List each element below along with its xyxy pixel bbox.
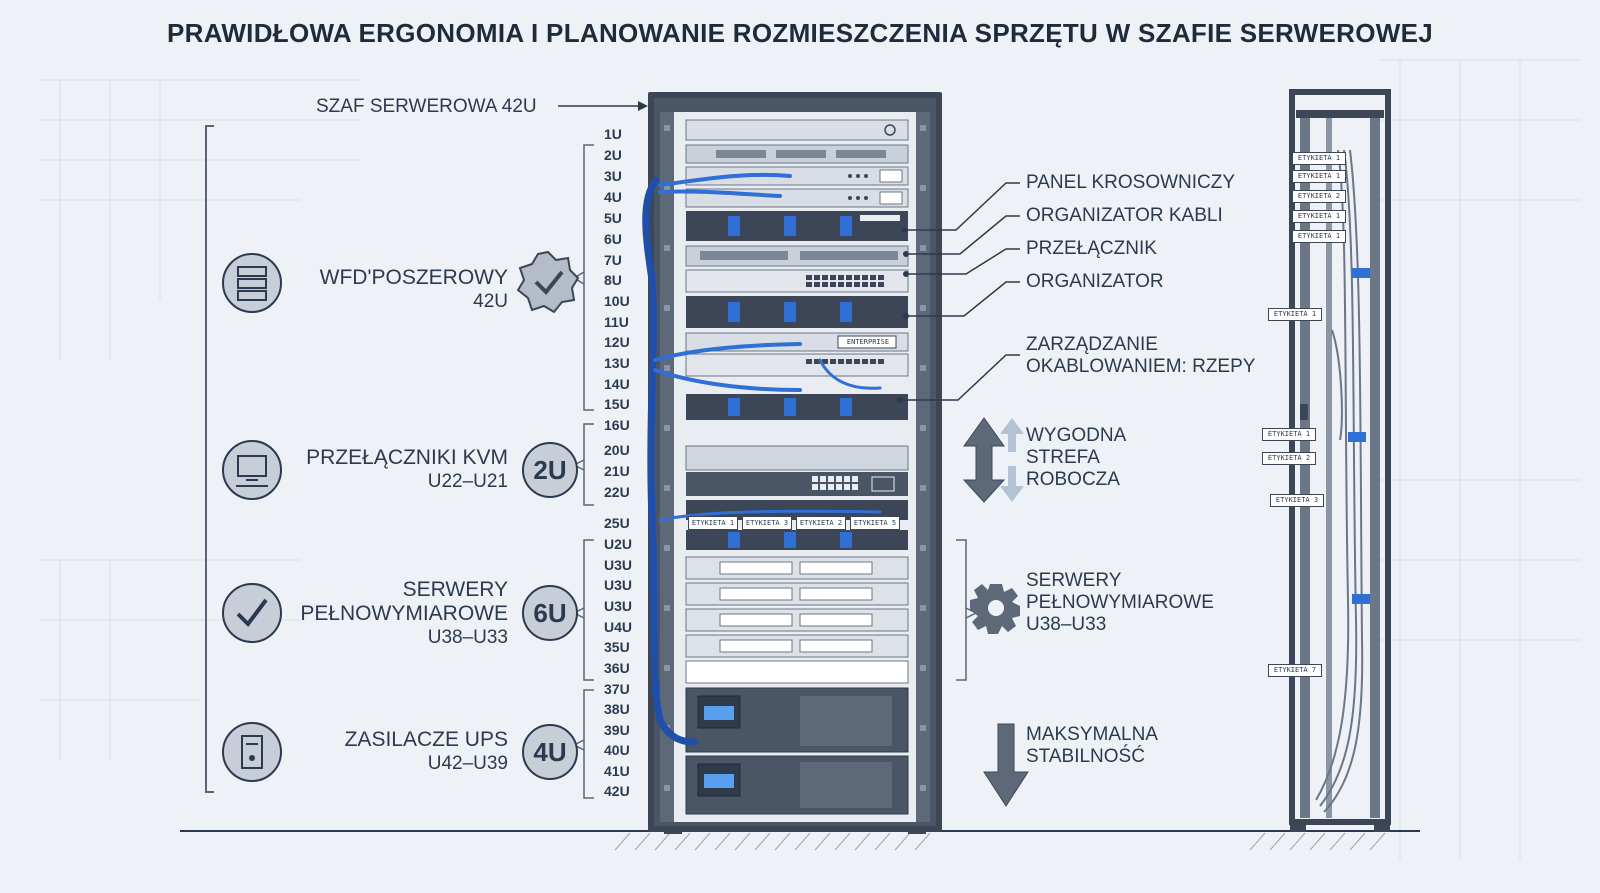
unit-label: 2U	[604, 147, 622, 163]
badge-kvm: 2U	[533, 455, 567, 485]
badge-ups: 4U	[533, 737, 567, 767]
unit-label: 11U	[604, 314, 629, 330]
unit-label: 22U	[604, 484, 630, 500]
badge-servers: 6U	[533, 598, 567, 628]
unit-label: 12U	[604, 334, 630, 350]
side-tag: ETYKIETA 3	[1270, 494, 1324, 507]
rack-devices	[685, 119, 909, 815]
unit-label: U3U	[604, 598, 633, 614]
category-title: WFD'POSZEROWY	[319, 266, 508, 289]
unit-label: 21U	[604, 463, 630, 479]
cable-bundle	[642, 172, 882, 746]
category-kvm: PRZEŁĄCZNIKI KVM U22–U21	[260, 446, 508, 494]
side-tag: ETYKIETA 1	[1262, 428, 1316, 441]
unit-label: U2U	[604, 536, 633, 552]
side-tag: ETYKIETA 1	[1292, 170, 1346, 183]
unit-label: 15U	[604, 396, 630, 412]
unit-label: 14U	[604, 376, 630, 392]
callout-cable-management: ZARZĄDZANIE OKABLOWANIEM: RZEPY	[1026, 334, 1255, 378]
unit-label: 39U	[604, 722, 630, 738]
category-rack: WFD'POSZEROWY 42U	[260, 266, 508, 314]
floor-hatch	[614, 832, 1386, 851]
callout-organizer: ORGANIZATOR	[1026, 271, 1164, 292]
zone-line1: SERWERY	[1026, 570, 1122, 591]
unit-label: 1U	[604, 126, 622, 142]
unit-label: 25U	[604, 515, 630, 531]
rack-tag: ETYKIETA 5	[850, 516, 900, 530]
side-tag: ETYKIETA 1	[1292, 152, 1346, 165]
unit-label: 3U	[604, 168, 622, 184]
gear-icon	[970, 584, 1020, 634]
category-ups: ZASILACZE UPS U42–U39	[260, 728, 508, 776]
unit-label: 20U	[604, 442, 630, 458]
zone-line2: PEŁNOWYMIAROWE	[1026, 592, 1214, 613]
unit-label: 8U	[604, 272, 622, 288]
zone-line1: WYGODNA	[1026, 425, 1127, 446]
unit-label: 4U	[604, 189, 622, 205]
page-title: PRAWIDŁOWA ERGONOMIA I PLANOWANIE ROZMIE…	[166, 18, 1433, 48]
unit-label: 42U	[604, 783, 630, 799]
zone-line3: ROBOCZA	[1026, 469, 1120, 490]
unit-label: 38U	[604, 701, 630, 717]
rack-tag: ETYKIETA 1	[688, 516, 738, 530]
side-tag: ETYKIETA 7	[1268, 664, 1322, 677]
work-zone-arrow-icon	[962, 417, 1024, 503]
callout-dots	[897, 227, 909, 403]
zone-stability: MAKSYMALNA STABILNOŚĆ	[1026, 724, 1158, 768]
unit-label: U4U	[604, 619, 633, 635]
down-arrow-icon	[983, 723, 1029, 807]
unit-label: 7U	[604, 252, 622, 268]
callout-line1: ZARZĄDZANIE	[1026, 334, 1158, 355]
unit-label: 5U	[604, 210, 622, 226]
zone-servers: SERWERY PEŁNOWYMIAROWE U38–U33	[1026, 570, 1214, 636]
category-sub: U38–U33	[427, 627, 508, 648]
category-title-line1: SERWERY	[402, 578, 508, 601]
callout-lines	[900, 182, 1020, 401]
zone-line2: STREFA	[1026, 447, 1100, 468]
unit-label: 37U	[604, 681, 630, 697]
unit-label: U3U	[604, 557, 633, 573]
unit-label: 36U	[604, 660, 630, 676]
callout-cable-organizer: ORGANIZATOR KABLI	[1026, 205, 1223, 226]
category-sub: 42U	[473, 291, 508, 312]
unit-label: 10U	[604, 293, 630, 309]
unit-label: 41U	[604, 763, 630, 779]
category-title-line2: PEŁNOWYMIAROWE	[300, 602, 508, 625]
unit-label: 40U	[604, 742, 630, 758]
unit-label: 13U	[604, 355, 630, 371]
left-bracket	[205, 125, 214, 793]
zone-line3: U38–U33	[1026, 614, 1107, 635]
zone-line1: MAKSYMALNA	[1026, 724, 1158, 745]
callout-patch-panel: PANEL KROSOWNICZY	[1026, 172, 1236, 193]
category-title: ZASILACZE UPS	[344, 728, 508, 751]
callout-line2: OKABLOWANIEM: RZEPY	[1026, 356, 1256, 377]
side-tag: ETYKIETA 2	[1292, 190, 1346, 203]
side-tag: ETYKIETA 2	[1262, 452, 1316, 465]
unit-label: 6U	[604, 231, 622, 247]
unit-label: U3U	[604, 577, 633, 593]
rack-tag: ETYKIETA 3	[742, 516, 792, 530]
category-sub: U42–U39	[427, 753, 508, 774]
side-tag: ETYKIETA 1	[1292, 230, 1346, 243]
side-tag: ETYKIETA 1	[1292, 210, 1346, 223]
category-servers: SERWERY PEŁNOWYMIAROWE U38–U33	[260, 578, 508, 650]
switch-label: ENTERPRISE	[846, 338, 890, 346]
background-grid	[40, 59, 1580, 860]
rack-tag: ETYKIETA 2	[796, 516, 846, 530]
category-sub: U22–U21	[427, 471, 508, 492]
unit-label: 16U	[604, 417, 630, 433]
arrow-head-icon	[638, 101, 648, 111]
zone-line2: STABILNOŚĆ	[1026, 746, 1145, 767]
category-title: PRZEŁĄCZNIKI KVM	[306, 446, 508, 469]
rack-label: SZAF SERWEROWA 42U	[316, 96, 537, 117]
callout-switch: PRZEŁĄCZNIK	[1026, 238, 1157, 259]
unit-label: 35U	[604, 639, 630, 655]
zone-work: WYGODNA STREFA ROBOCZA	[1026, 425, 1126, 491]
side-tag: ETYKIETA 1	[1268, 308, 1322, 321]
